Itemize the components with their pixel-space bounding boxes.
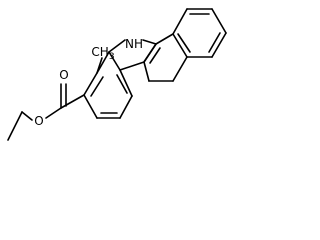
ester-oxygen-label: O bbox=[34, 114, 43, 128]
bond-skeleton bbox=[7, 8, 227, 141]
nh-label: NH bbox=[125, 37, 143, 51]
methyl-label: CH3 bbox=[91, 45, 114, 62]
atom-labels: NH CH3 O O bbox=[34, 37, 143, 128]
carbonyl-oxygen-label: O bbox=[59, 68, 68, 82]
chemical-structure: NH CH3 O O bbox=[7, 8, 227, 141]
